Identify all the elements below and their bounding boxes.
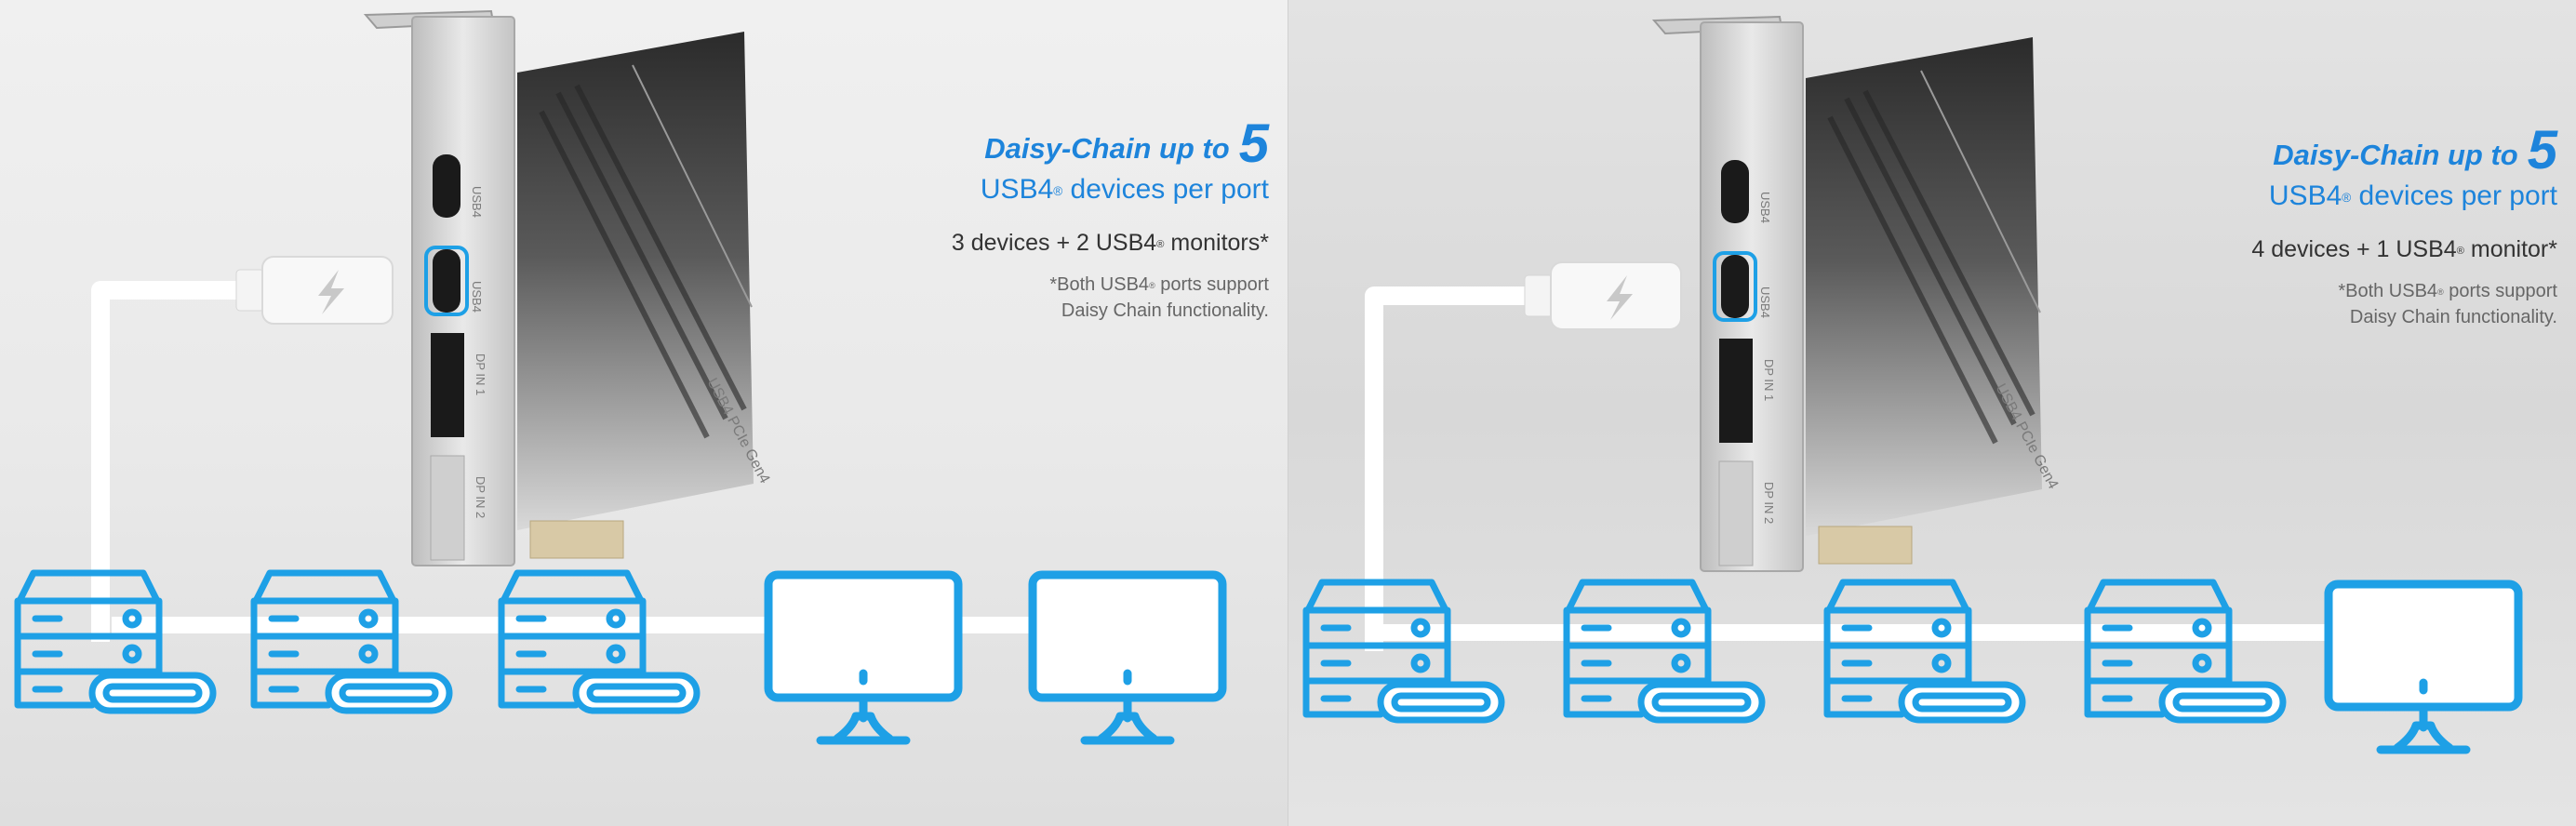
device-count-a: 3 devices + 2 USB4: [951, 230, 1157, 256]
device-storage-4: [2088, 582, 2283, 720]
dp-in-1-port[interactable]: [1719, 339, 1753, 443]
active-port-highlight: [1713, 251, 1757, 322]
registered-mark: ®: [2437, 287, 2444, 298]
dp-in-2-label: DP IN 2: [1762, 482, 1776, 524]
device-count-b: monitor*: [2463, 236, 2557, 262]
device-count-a: 4 devices + 1 USB4: [2251, 236, 2457, 262]
dp-in-1-label: DP IN 1: [474, 353, 487, 395]
device-count-b: monitors*: [1164, 230, 1269, 256]
port1-label: USB4: [1758, 192, 1772, 223]
footnote-b: ports support: [1155, 274, 1269, 295]
registered-mark: ®: [2342, 191, 2352, 206]
cable: [91, 281, 262, 642]
device-count: 3 devices + 2 USB4® monitors*: [952, 227, 1269, 259]
footnote-b: ports support: [2443, 281, 2557, 301]
pcie-connector: [529, 520, 624, 559]
subhead-suffix: devices per port: [2351, 180, 2557, 211]
port2-label: USB4: [1758, 286, 1772, 318]
active-port-highlight: [424, 246, 469, 316]
panel-left: USB4 PCIe Gen4 USB4 USB4 DP IN 1 DP IN 2…: [0, 0, 1288, 826]
subhead: USB4® devices per port: [2251, 178, 2557, 215]
registered-mark: ®: [1156, 238, 1165, 250]
registered-mark: ®: [1053, 184, 1063, 199]
subhead-suffix: devices per port: [1062, 174, 1269, 205]
right-illustration: USB4 PCIe Gen4 USB4 USB4 DP IN 1 DP IN 2: [1288, 15, 2576, 826]
headline-number: 5: [2527, 120, 2557, 180]
dp-in-2-port[interactable]: [1718, 460, 1754, 566]
device-storage-3: [501, 573, 697, 711]
usb4-port-2[interactable]: [1721, 255, 1749, 318]
panel-right: USB4 PCIe Gen4 USB4 USB4 DP IN 1 DP IN 2…: [1288, 0, 2576, 826]
device-monitor-2: [1033, 575, 1222, 740]
left-illustration: USB4 PCIe Gen4 USB4 USB4 DP IN 1 DP IN 2: [0, 9, 1288, 826]
device-storage-2: [1567, 582, 1762, 720]
pcie-card: USB4 PCIe Gen4 USB4 USB4 DP IN 1 DP IN 2: [1651, 15, 2061, 572]
headline-text: Daisy-Chain up to: [984, 132, 1230, 165]
device-storage-1: [18, 573, 213, 711]
heatsink: [517, 32, 754, 530]
port1-label: USB4: [470, 186, 484, 218]
headline-text: Daisy-Chain up to: [2273, 139, 2518, 171]
subhead-prefix: USB4: [980, 174, 1054, 205]
footnote-c: Daisy Chain functionality.: [1061, 300, 1269, 321]
footnote-a: *Both USB4: [2338, 281, 2438, 301]
pcie-connector: [1818, 526, 1913, 565]
usb4-port-1[interactable]: [433, 154, 460, 218]
registered-mark: ®: [1149, 281, 1155, 291]
dp-in-1-port[interactable]: [431, 333, 464, 437]
footnote-c: Daisy Chain functionality.: [2349, 307, 2557, 327]
usb4-port-2[interactable]: [433, 249, 460, 313]
registered-mark: ®: [2456, 245, 2464, 257]
usb-c-plug: [235, 256, 394, 325]
thunderbolt-icon: [1607, 275, 1633, 320]
usb4-port-1[interactable]: [1721, 160, 1749, 223]
device-monitor-1: [768, 575, 958, 740]
footnote-a: *Both USB4: [1049, 274, 1150, 295]
headline-number: 5: [1238, 113, 1269, 174]
dp-in-2-label: DP IN 2: [474, 476, 487, 518]
dp-in-1-label: DP IN 1: [1762, 359, 1776, 401]
device-storage-2: [254, 573, 449, 711]
pcie-card: USB4 PCIe Gen4 USB4 USB4 DP IN 1 DP IN 2: [363, 9, 772, 566]
usb-c-plug: [1524, 261, 1682, 330]
subhead-prefix: USB4: [2268, 180, 2342, 211]
device-storage-3: [1827, 582, 2022, 720]
device-storage-1: [1306, 582, 1502, 720]
cable: [1365, 286, 1551, 651]
dp-in-2-port[interactable]: [430, 455, 465, 561]
heatsink: [1806, 37, 2042, 536]
device-monitor-1: [2329, 584, 2518, 750]
port2-label: USB4: [470, 281, 484, 313]
subhead: USB4® devices per port: [952, 171, 1269, 208]
thunderbolt-icon: [318, 270, 344, 314]
device-count: 4 devices + 1 USB4® monitor*: [2251, 233, 2557, 265]
